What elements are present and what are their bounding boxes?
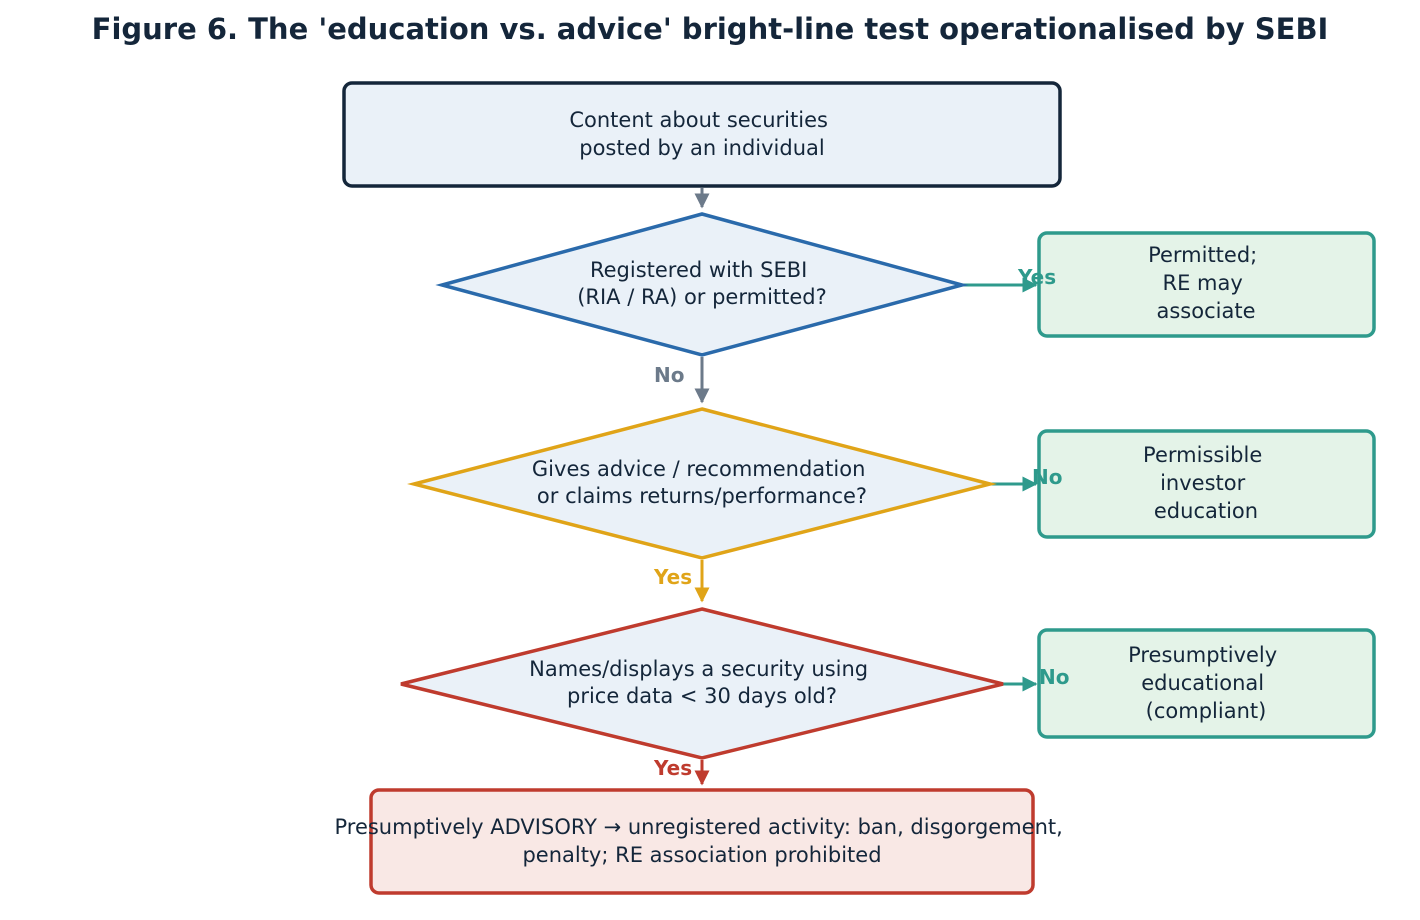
terminal-advisory-line-1: Presumptively ADVISORY → unregistered ac… [334, 815, 1062, 839]
edge-labels: Yes No No Yes No Yes [653, 265, 1069, 780]
decision-registered-line-1: Registered with SEBI [590, 258, 807, 282]
edge-label-q1-no: No [654, 363, 684, 387]
edge-label-q2-no: No [1032, 465, 1062, 489]
outcome-education-line-3: education [1154, 499, 1258, 523]
outcome-permitted-line-2: RE may [1163, 271, 1243, 295]
decision-registered-diamond [435, 212, 969, 357]
outcome-education-box [1037, 429, 1376, 539]
decision-registered-line-2: (RIA / RA) or permitted? [577, 285, 827, 309]
outcome-permitted: Permitted; RE may associate [1037, 231, 1376, 338]
outcome-education-label: Permissible investor education [1143, 443, 1269, 523]
decision-price-data-line-1: Names/displays a security using [529, 657, 868, 681]
outcome-education: Permissible investor education [1037, 429, 1376, 539]
decision-price-data-label: Names/displays a security using price da… [529, 657, 875, 708]
outcome-compliant-line-1: Presumptively [1128, 643, 1277, 667]
decision-price-data: Names/displays a security using price da… [400, 607, 1004, 760]
decision-advice: Gives advice / recommendation or claims … [407, 407, 997, 560]
outcome-compliant-box [1037, 628, 1376, 739]
edge-label-q1-yes: Yes [1017, 265, 1056, 289]
terminal-advisory-line-2: penalty; RE association prohibited [522, 843, 881, 867]
edge-label-q2-yes: Yes [653, 565, 692, 589]
outcome-permitted-line-1: Permitted; [1148, 243, 1257, 267]
outcome-compliant-label: Presumptively educational (compliant) [1128, 643, 1284, 723]
edges [694, 188, 1038, 786]
decision-advice-diamond [407, 407, 997, 560]
terminal-advisory: Presumptively ADVISORY → unregistered ac… [334, 788, 1069, 895]
outcome-compliant-line-3: (compliant) [1146, 699, 1267, 723]
edge-label-q3-yes: Yes [653, 756, 692, 780]
decision-advice-label: Gives advice / recommendation or claims … [532, 457, 872, 508]
decision-advice-line-1: Gives advice / recommendation [532, 457, 865, 481]
outcome-permitted-box [1037, 231, 1376, 338]
start-label: Content about securities posted by an in… [569, 108, 834, 160]
decision-price-data-diamond [400, 607, 1004, 760]
edge-label-q3-no: No [1039, 665, 1069, 689]
outcome-compliant: Presumptively educational (compliant) [1037, 628, 1376, 739]
decision-price-data-line-2: price data < 30 days old? [567, 684, 837, 708]
outcome-education-line-1: Permissible [1143, 443, 1262, 467]
terminal-advisory-label: Presumptively ADVISORY → unregistered ac… [334, 815, 1069, 867]
start-label-line-1: Content about securities [569, 108, 828, 132]
start-box [342, 81, 1062, 188]
outcome-education-line-2: investor [1160, 471, 1246, 495]
decision-advice-line-2: or claims returns/performance? [537, 484, 867, 508]
terminal-advisory-box [369, 788, 1035, 895]
start-label-line-2: posted by an individual [579, 136, 824, 160]
start-node: Content about securities posted by an in… [342, 81, 1062, 188]
figure-title: Figure 6. The 'education vs. advice' bri… [91, 12, 1329, 46]
decision-registered: Registered with SEBI (RIA / RA) or permi… [435, 212, 969, 357]
outcome-permitted-label: Permitted; RE may associate [1148, 243, 1264, 323]
outcome-permitted-line-3: associate [1156, 299, 1255, 323]
outcome-compliant-line-2: educational [1141, 671, 1264, 695]
decision-registered-label: Registered with SEBI (RIA / RA) or permi… [577, 258, 827, 309]
